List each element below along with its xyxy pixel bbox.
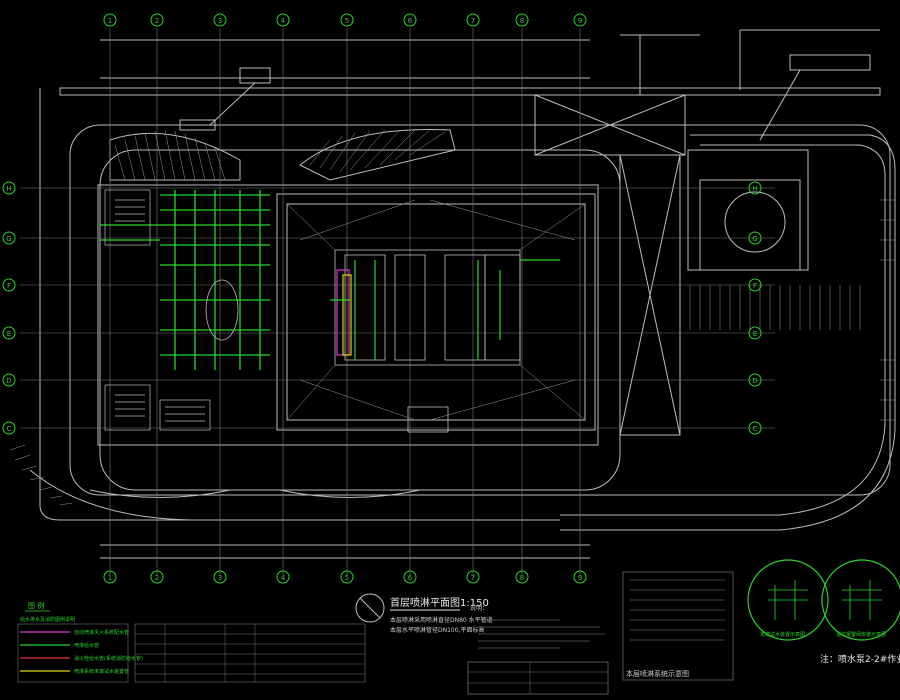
axis-bottom-7: 7: [471, 574, 475, 582]
notes-title: 说明：: [470, 604, 488, 612]
legend-block: 图 例 给水排水及消防图例说明 自动喷淋灭火系统配水管 喷淋给水管 消火栓给水管…: [17, 601, 366, 683]
axis-left-e: E: [7, 330, 11, 338]
axis-right-d: D: [752, 377, 757, 385]
detail-2: 湿式报警阀安装示意图: [821, 559, 900, 641]
detail-1: 末端试水装置示意图: [747, 559, 829, 641]
axis-right-e: E: [753, 330, 757, 338]
axis-right-h: H: [752, 185, 757, 193]
grid-lines: [20, 28, 775, 575]
note-lines: [478, 619, 605, 649]
axis-top-4: 4: [281, 17, 286, 25]
legend-symbol-table: [134, 623, 366, 683]
axis-bottom-2: 2: [155, 574, 159, 582]
tower-core: [205, 249, 521, 433]
legend-item-1: 自动喷淋灭火系统配水管: [74, 629, 129, 636]
detail-2-caption: 湿式报警阀安装示意图: [836, 631, 886, 638]
legend-title: 图 例: [28, 601, 44, 610]
axis-bottom-9: 9: [578, 574, 582, 582]
axis-bottom-3: 3: [218, 574, 222, 582]
stairs-left: [104, 189, 211, 431]
legend-item-4: 喷淋系统末端试水装置管: [74, 668, 129, 675]
axis-top-7: 7: [471, 17, 475, 25]
system-diagram-box: 本层喷淋系统示意图: [622, 571, 734, 681]
right-parking: [689, 285, 861, 330]
axis-right-g: G: [752, 235, 757, 243]
north-arrow: [355, 593, 385, 623]
axis-label-group: 1 2 3 4 5 6 7 8 9 1 2 3 4 5 6 7 8 9 H G …: [6, 17, 757, 582]
axis-bottom-8: 8: [520, 574, 524, 582]
ramp-hatching: [114, 129, 446, 181]
legend-item-2: 喷淋给水管: [74, 642, 99, 649]
axis-left-g: G: [6, 235, 11, 243]
drawing-title: 首层喷淋平面图1:150: [390, 596, 489, 609]
axis-right-f: F: [753, 282, 757, 290]
axis-bottom-5: 5: [345, 574, 349, 582]
lower-parking: [9, 199, 895, 506]
axis-top-5: 5: [345, 17, 349, 25]
system-diagram-caption: 本层喷淋系统示意图: [626, 669, 689, 678]
axis-left-f: F: [7, 282, 11, 290]
diagonal-lines: [286, 199, 586, 421]
detail-1-caption: 末端试水装置示意图: [760, 631, 805, 638]
title-note-2: 本层水平喷淋管径DN100,平面标高: [390, 626, 484, 634]
legend-header: 给水排水及消防图例说明: [20, 616, 75, 623]
legend-table: [17, 623, 129, 683]
sprinkler-pipes-left: [100, 190, 270, 370]
axis-top-3: 3: [218, 17, 222, 25]
axis-bottom-6: 6: [408, 574, 413, 582]
core-pipes: [330, 259, 560, 360]
axis-top-2: 2: [155, 17, 159, 25]
axis-left-d: D: [6, 377, 11, 385]
site-outline: [29, 29, 896, 559]
notes-block: 说明：: [467, 604, 609, 695]
axis-left-c: C: [7, 425, 12, 433]
axis-left-h: H: [6, 185, 11, 193]
notes-table: [467, 661, 609, 695]
axis-right-c: C: [753, 425, 758, 433]
axis-top-1: 1: [108, 17, 112, 25]
axis-bottom-1: 1: [108, 574, 112, 582]
axis-top-8: 8: [520, 17, 524, 25]
top-axis-bubbles: [2, 13, 762, 584]
title-note-1: 本层喷淋采用喷淋直径DN80 水平管道: [390, 616, 493, 624]
annotation-note: 注：喷水泵2-2#作业: [820, 653, 900, 665]
axis-top-9: 9: [578, 17, 582, 25]
axis-bottom-4: 4: [281, 574, 286, 582]
legend-item-3: 消火栓给水管(系统消防给水管): [74, 655, 143, 662]
axis-top-6: 6: [408, 17, 413, 25]
